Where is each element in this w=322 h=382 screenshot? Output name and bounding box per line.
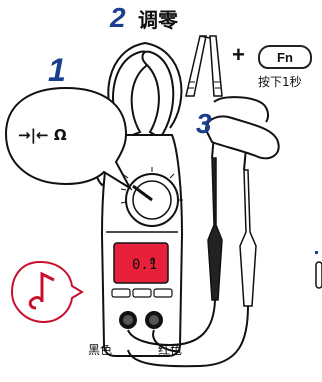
cropped-edge-element <box>315 251 322 289</box>
step-1-number: 1 <box>48 52 66 88</box>
test-leads <box>127 96 280 368</box>
mode-symbols: →|← Ω <box>18 126 67 144</box>
step-2-label: 调零 <box>138 8 178 32</box>
shorted-probe-tips <box>185 35 223 97</box>
fn-key-label: Fn <box>277 49 293 65</box>
black-terminal-label: 黑色 <box>88 343 113 357</box>
step-2-number: 2 <box>110 2 126 33</box>
lcd-reading: 0.1 <box>132 257 158 273</box>
red-terminal-label: 红色 <box>158 343 183 357</box>
step-3-number: 3 <box>196 108 212 139</box>
clamp-meter <box>93 41 184 357</box>
fn-key: Fn <box>258 45 312 69</box>
mode-bubble <box>4 86 133 191</box>
lcd-unit: Ω <box>150 257 156 267</box>
sound-indicator <box>10 260 84 324</box>
fn-hold-caption: 按下1秒 <box>258 75 302 89</box>
plus-sign: + <box>232 42 245 67</box>
